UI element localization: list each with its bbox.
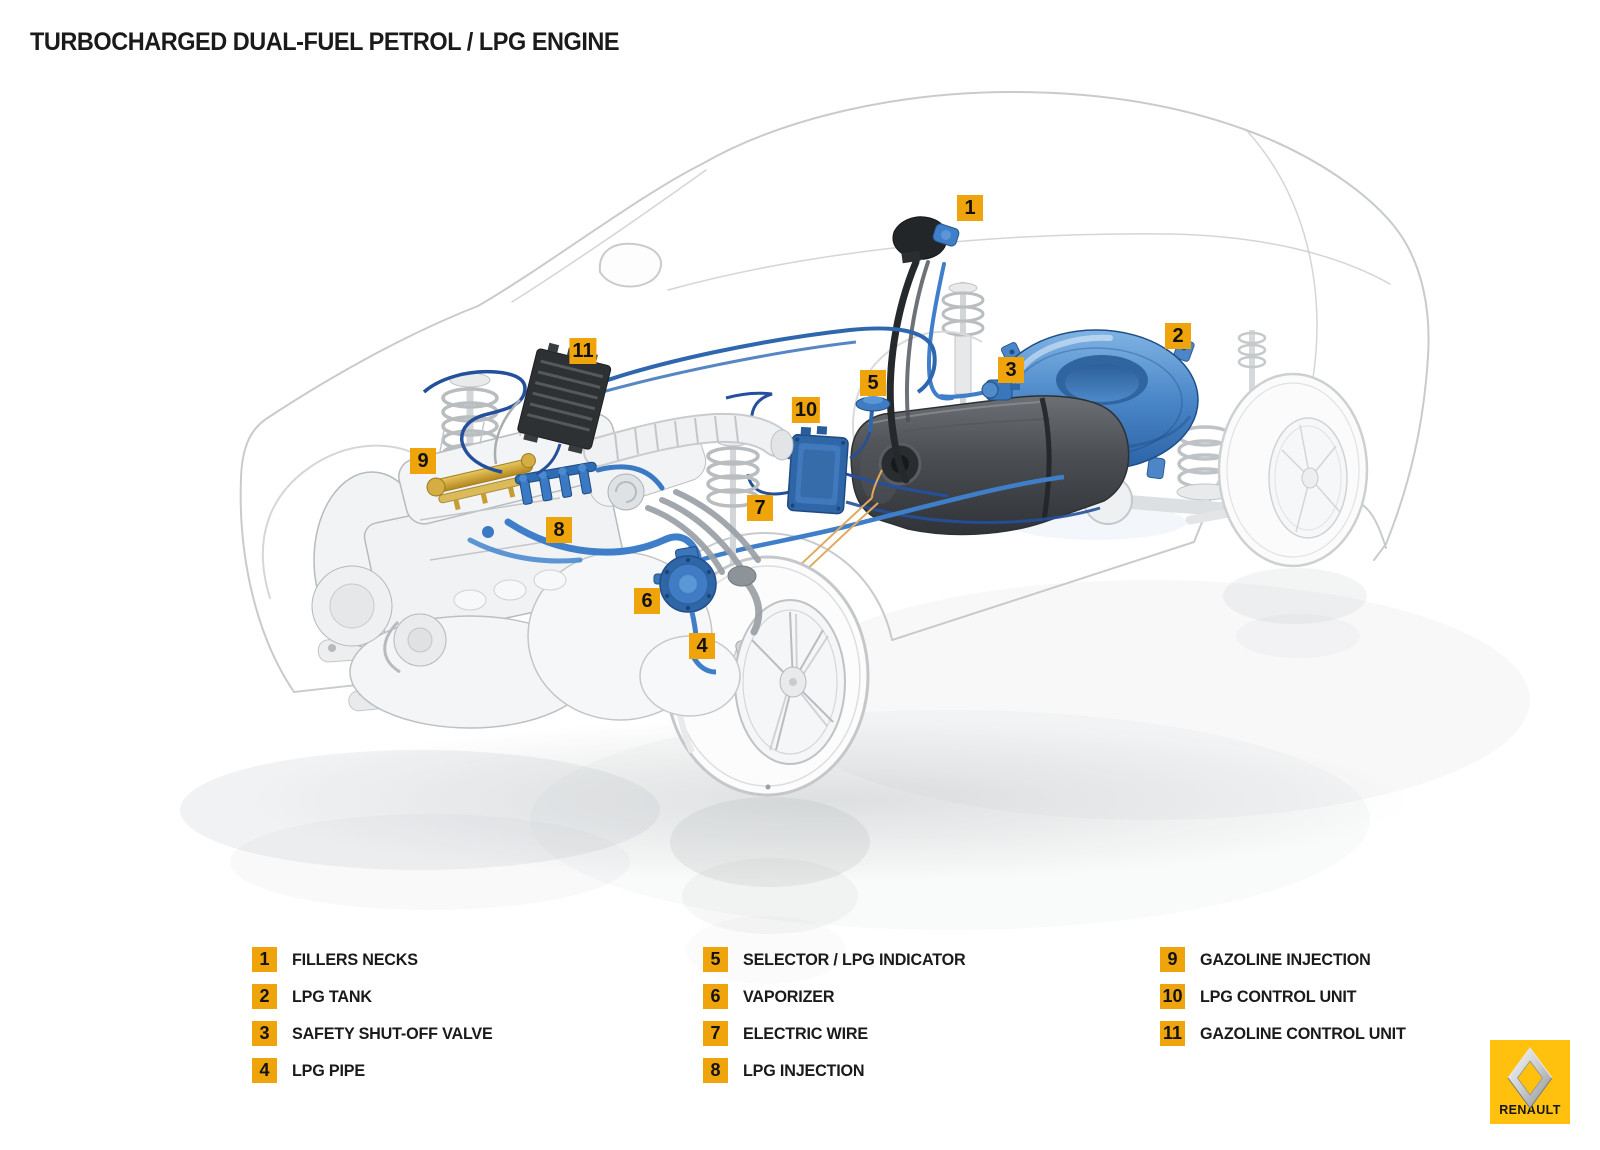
renault-wordmark: RENAULT <box>1499 1103 1561 1117</box>
legend-label-11: GAZOLINE CONTROL UNIT <box>1200 1023 1406 1043</box>
exhaust-manifold <box>645 489 763 636</box>
legend-badge-6: 6 <box>703 984 728 1009</box>
legend-item-1: 1 FILLERS NECKS <box>252 941 503 978</box>
lpg-injection-rail <box>514 461 597 505</box>
side-mirror <box>598 242 662 288</box>
legend-badge-10: 10 <box>1160 984 1185 1009</box>
lpg-selector <box>849 396 891 460</box>
legend-label-5: SELECTOR / LPG INDICATOR <box>743 949 966 969</box>
legend-badge-5: 5 <box>703 947 728 972</box>
page-title: TURBOCHARGED DUAL-FUEL PETROL / LPG ENGI… <box>30 28 620 56</box>
legend-label-6: VAPORIZER <box>743 986 835 1006</box>
legend-badge-4: 4 <box>252 1058 277 1083</box>
legend-item-4: 4 LPG PIPE <box>252 1052 503 1089</box>
far-rear-arch <box>852 330 983 453</box>
legend-item-3: 3 SAFETY SHUT-OFF VALVE <box>252 1015 503 1052</box>
intake-hose <box>583 412 794 467</box>
legend-label-10: LPG CONTROL UNIT <box>1200 986 1357 1006</box>
floor-reflections <box>180 504 1530 984</box>
legend-item-11: 11 GAZOLINE CONTROL UNIT <box>1160 1015 1416 1052</box>
renault-logo: RENAULT <box>1490 1040 1570 1124</box>
rear-wheel <box>1217 372 1369 568</box>
legend-badge-2: 2 <box>252 984 277 1009</box>
renault-diamond-icon <box>1507 1046 1553 1109</box>
turbocharger <box>607 473 645 511</box>
legend-label-8: LPG INJECTION <box>743 1060 865 1080</box>
legend-item-6: 6 VAPORIZER <box>703 978 977 1015</box>
legend-column-1: 1 FILLERS NECKS 2 LPG TANK 3 SAFETY SHUT-OFF … <box>252 941 503 1089</box>
legend-label-9: GAZOLINE INJECTION <box>1200 949 1371 969</box>
legend: 1 FILLERS NECKS 2 LPG TANK 3 SAFETY SHUT-OFF … <box>0 941 1600 1101</box>
gazoline-injection-rail <box>426 453 536 511</box>
legend-column-3: 9 GAZOLINE INJECTION 10 LPG CONTROL UNIT 11 G… <box>1160 941 1416 1052</box>
engine-assembly <box>311 342 794 729</box>
legend-label-2: LPG TANK <box>292 986 372 1006</box>
filler-necks <box>886 216 960 484</box>
lpg-control-unit <box>725 391 1101 524</box>
legend-badge-8: 8 <box>703 1058 728 1083</box>
legend-badge-7: 7 <box>703 1021 728 1046</box>
legend-item-7: 7 ELECTRIC WIRE <box>703 1015 977 1052</box>
legend-item-10: 10 LPG CONTROL UNIT <box>1160 978 1416 1015</box>
legend-item-8: 8 LPG INJECTION <box>703 1052 977 1089</box>
legend-item-9: 9 GAZOLINE INJECTION <box>1160 941 1416 978</box>
legend-badge-3: 3 <box>252 1021 277 1046</box>
legend-badge-1: 1 <box>252 947 277 972</box>
legend-label-7: ELECTRIC WIRE <box>743 1023 868 1043</box>
lpg-pipe-run <box>601 326 1065 563</box>
legend-item-2: 2 LPG TANK <box>252 978 503 1015</box>
legend-item-5: 5 SELECTOR / LPG INDICATOR <box>703 941 977 978</box>
legend-badge-9: 9 <box>1160 947 1185 972</box>
legend-label-1: FILLERS NECKS <box>292 949 418 969</box>
legend-label-4: LPG PIPE <box>292 1060 365 1080</box>
legend-badge-11: 11 <box>1160 1021 1185 1046</box>
legend-column-2: 5 SELECTOR / LPG INDICATOR 6 VAPORIZER 7 ELEC… <box>703 941 977 1089</box>
vaporizer <box>653 546 717 675</box>
legend-label-3: SAFETY SHUT-OFF VALVE <box>292 1023 493 1043</box>
